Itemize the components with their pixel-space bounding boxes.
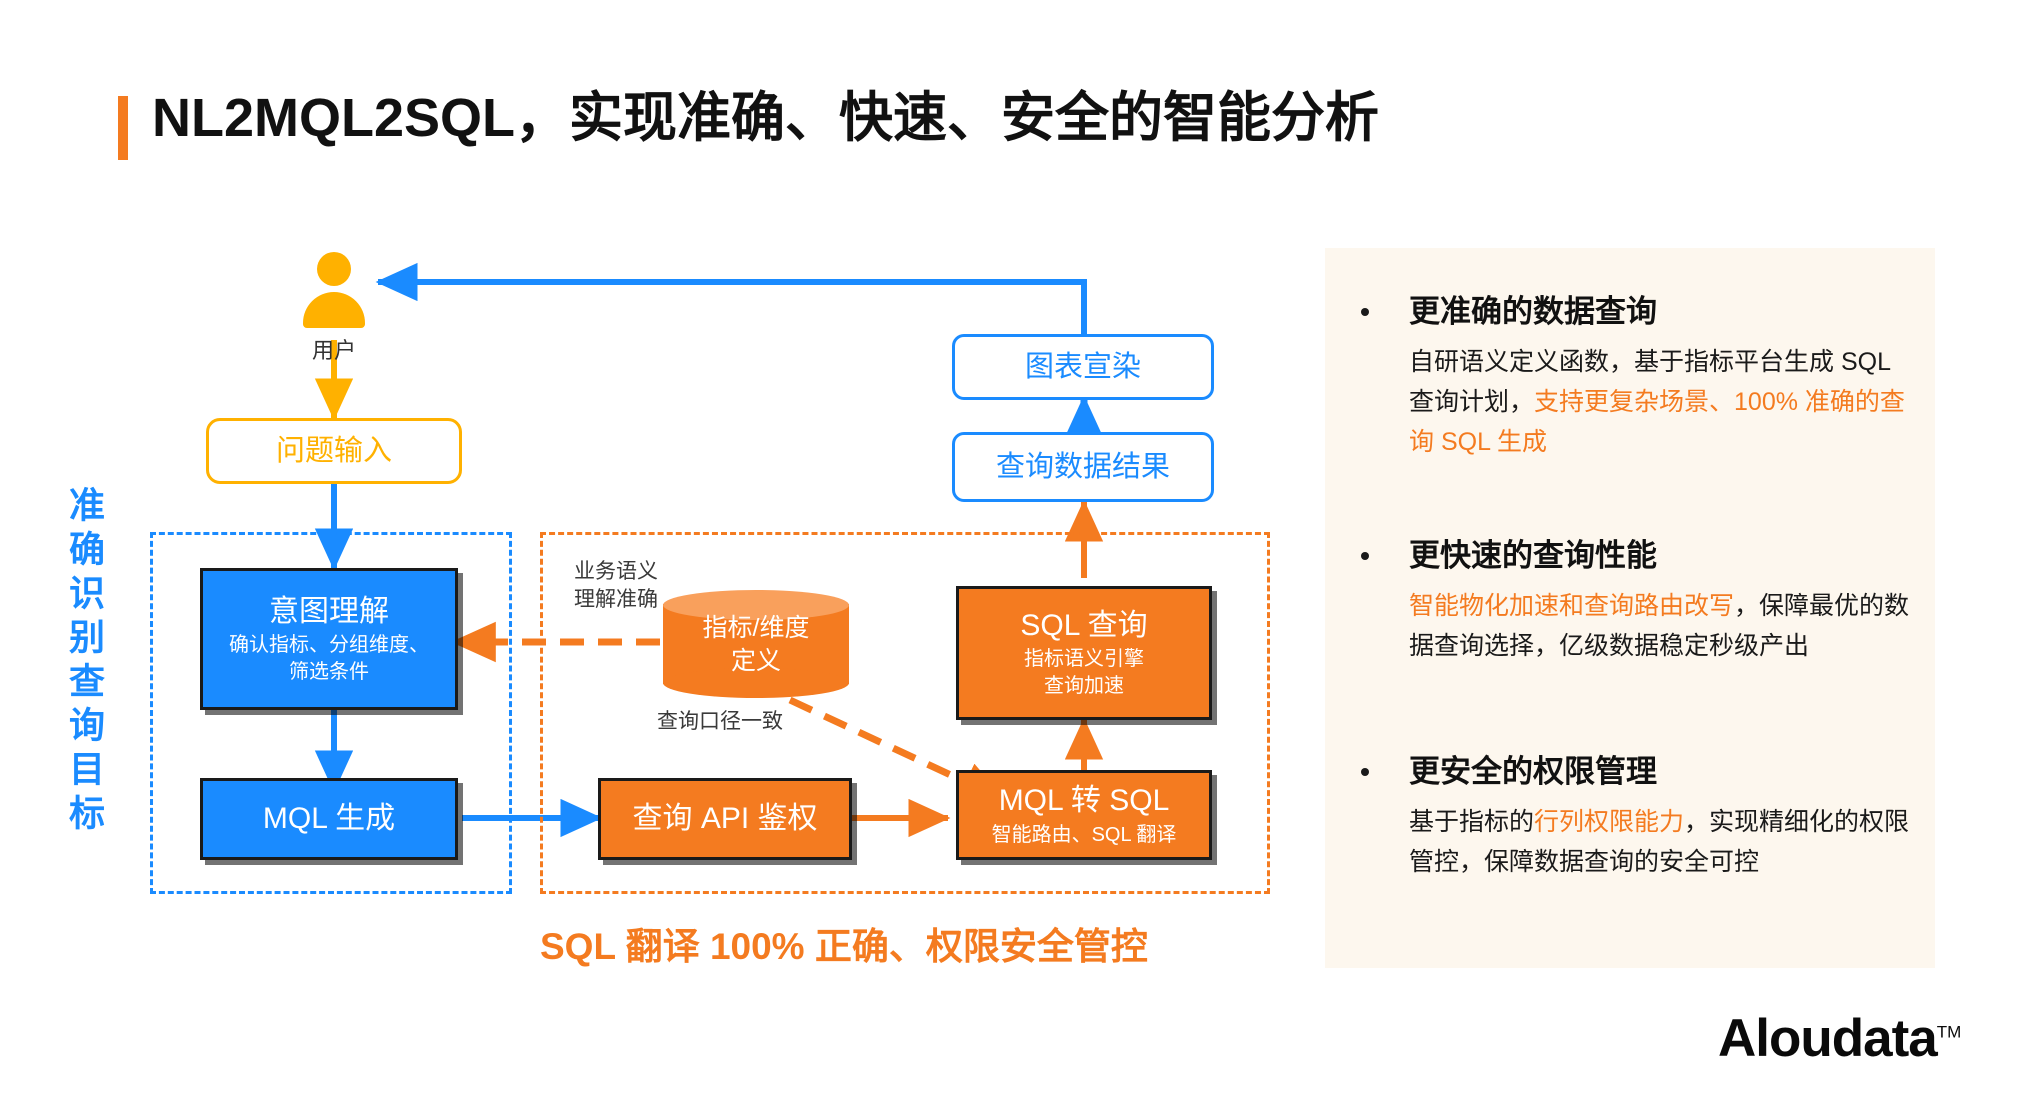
node-sql-query-label: SQL 查询	[1020, 608, 1148, 642]
user-person-icon	[303, 252, 365, 328]
aloudata-logo: AloudataTM	[1718, 1008, 1961, 1069]
page-title: NL2MQL2SQL，实现准确、快速、安全的智能分析	[152, 88, 1380, 148]
benefit-body: 智能物化加速和查询路由改写，保障最优的数据查询选择，亿级数据稳定秒级产出	[1409, 586, 1913, 666]
group-box-recognition	[150, 532, 512, 894]
benefit-heading: 更安全的权限管理	[1409, 754, 1657, 789]
node-mql-to-sql[interactable]: MQL 转 SQL 智能路由、SQL 翻译	[956, 770, 1212, 860]
node-query-api-auth[interactable]: 查询 API 鉴权	[598, 778, 852, 860]
benefit-body-post: ，实现精细化的权限管控，保障数据查询的安全可控	[1409, 807, 1910, 876]
node-query-api-auth-label: 查询 API 鉴权	[632, 802, 818, 836]
benefit-body-highlight: 支持更复杂场景、100% 准确的查询 SQL 生成	[1409, 387, 1905, 456]
benefit-body-highlight: 智能物化加速和查询路由改写	[1409, 591, 1735, 620]
annotation-semantic-understanding: 业务语义 理解准确	[574, 560, 658, 612]
node-intent-understanding-label: 意图理解	[269, 594, 389, 628]
user-caption: 用户	[311, 338, 356, 363]
flow-diagram: 用户 问题输入 意图理解 确认指标、分组维度、 筛选条件 MQL 生成 查询 A…	[150, 252, 1270, 967]
benefit-item-accuracy: 更准确的数据查询 自研语义定义函数，基于指标平台生成 SQL 查询计划，支持更复…	[1361, 292, 1913, 462]
node-sql-query-sub: 指标语义引擎 查询加速	[1024, 648, 1144, 697]
group-box-translation	[540, 532, 1270, 894]
node-query-data-result[interactable]: 查询数据结果	[952, 432, 1214, 502]
benefit-body-post: ，保障最优的数据查询选择，亿级数据稳定秒级产出	[1409, 591, 1910, 660]
annotation-consistent-caliber: 查询口径一致	[657, 710, 783, 733]
node-metric-store-label: 指标/维度 定义	[702, 614, 810, 675]
node-mql-to-sql-sub: 智能路由、SQL 翻译	[991, 823, 1177, 846]
trademark-symbol: TM	[1936, 1022, 1962, 1042]
bullet-dot-icon	[1361, 308, 1369, 316]
benefit-item-security: 更安全的权限管理 基于指标的行列权限能力，实现精细化的权限管控，保障数据查询的安…	[1361, 752, 1913, 882]
title-accent-bar	[118, 96, 128, 160]
node-mql-to-sql-label: MQL 转 SQL	[998, 784, 1170, 818]
benefits-panel: 更准确的数据查询 自研语义定义函数，基于指标平台生成 SQL 查询计划，支持更复…	[1325, 248, 1935, 968]
bullet-dot-icon	[1361, 552, 1369, 560]
aloudata-logo-text: Aloudata	[1718, 1009, 1938, 1068]
node-intent-understanding[interactable]: 意图理解 确认指标、分组维度、 筛选条件	[200, 568, 458, 710]
benefit-item-performance: 更快速的查询性能 智能物化加速和查询路由改写，保障最优的数据查询选择，亿级数据稳…	[1361, 536, 1913, 666]
node-question-input-label: 问题输入	[275, 434, 392, 467]
node-chart-render-label: 图表宣染	[1024, 350, 1141, 383]
benefit-body-pre: 基于指标的	[1409, 807, 1535, 836]
node-mql-generation-label: MQL 生成	[262, 802, 396, 836]
user-body-shape	[303, 292, 365, 328]
benefit-body: 基于指标的行列权限能力，实现精细化的权限管控，保障数据查询的安全可控	[1409, 802, 1913, 882]
bullet-dot-icon	[1361, 768, 1369, 776]
benefit-body-pre: 自研语义定义函数，基于指标平台生成 SQL 查询计划，	[1409, 347, 1891, 416]
benefit-body-highlight: 行列权限能力	[1534, 807, 1685, 836]
node-intent-understanding-sub: 确认指标、分组维度、 筛选条件	[229, 634, 429, 683]
node-sql-query[interactable]: SQL 查询 指标语义引擎 查询加速	[956, 586, 1212, 720]
diagram-bottom-caption: SQL 翻译 100% 正确、权限安全管控	[540, 926, 1148, 967]
benefit-body: 自研语义定义函数，基于指标平台生成 SQL 查询计划，支持更复杂场景、100% …	[1409, 342, 1913, 462]
user-head-shape	[317, 252, 351, 286]
vertical-section-label: 准确识别查询目标	[64, 486, 105, 838]
cylinder-top-shape	[663, 590, 849, 620]
node-metric-store-cylinder[interactable]: 指标/维度 定义	[663, 590, 849, 698]
node-mql-generation[interactable]: MQL 生成	[200, 778, 458, 860]
node-question-input[interactable]: 问题输入	[206, 418, 462, 484]
node-query-data-result-label: 查询数据结果	[995, 450, 1170, 483]
benefit-heading: 更准确的数据查询	[1409, 294, 1657, 329]
node-chart-render[interactable]: 图表宣染	[952, 334, 1214, 400]
benefit-heading: 更快速的查询性能	[1409, 538, 1657, 573]
cylinder-bottom-shape	[663, 668, 849, 698]
